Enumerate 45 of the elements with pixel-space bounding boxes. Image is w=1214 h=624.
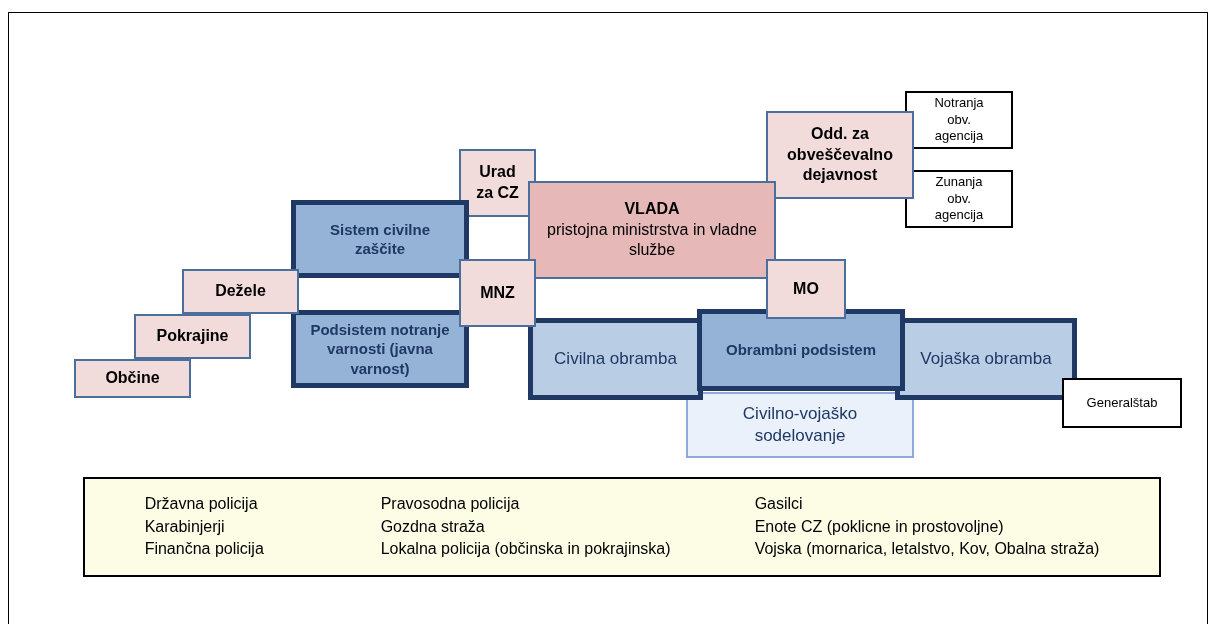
- subsystem-box: [291, 310, 469, 388]
- level-box: [182, 269, 299, 314]
- node-text: pristojna ministrstva in vladne službe: [546, 219, 758, 261]
- subsystem-box: [291, 200, 469, 278]
- defence-box: [895, 318, 1077, 400]
- node-title: Obrambni podsistem: [726, 340, 876, 360]
- list-item: Državna policija: [144, 494, 258, 515]
- ministry-box: [766, 259, 846, 319]
- level-box: [74, 359, 191, 398]
- node-title: Civilno-vojaško sodelovanje: [741, 402, 859, 447]
- subsystem-box: [697, 309, 905, 391]
- node-title: MNZ: [480, 282, 515, 303]
- agency-box: [905, 91, 1013, 149]
- node-title: Dežele: [215, 281, 266, 302]
- node-title: Odd. za obveščevalno dejavnost: [786, 123, 894, 186]
- list-item: Gasilci: [754, 494, 803, 515]
- list-item: Enote CZ (poklicne in prostovoljne): [754, 516, 1004, 537]
- agency-box: [905, 170, 1013, 228]
- node-title: Zunanja obv. agencija: [933, 173, 985, 225]
- node-title: Civilna obramba: [554, 347, 677, 370]
- list-item: Finančna policija: [144, 539, 264, 560]
- list-item: Pravosodna policija: [380, 494, 520, 515]
- node-title: Generalštab: [1086, 394, 1158, 412]
- node-title: Pokrajine: [156, 326, 229, 347]
- node-title: Vojaška obramba: [920, 347, 1052, 370]
- staff-box: [1062, 378, 1182, 428]
- cooperation-box: [686, 392, 914, 458]
- services-panel: [83, 477, 1161, 577]
- list-item: Gozdna straža: [380, 516, 485, 537]
- node-title: Notranja obv. agencija: [933, 94, 985, 146]
- node-title: Podsistem notranje varnosti (javna varnost): [309, 319, 451, 379]
- node-title: Sistem civilne zaščite: [328, 219, 432, 259]
- list-item: Lokalna policija (občinska in pokrajinska): [380, 539, 671, 560]
- defence-box: [528, 318, 703, 400]
- office-box: [459, 149, 536, 217]
- node-title: VLADA: [624, 198, 680, 219]
- list-item: Vojska (mornarica, letalstvo, Kov, Obalna straža): [754, 539, 1100, 560]
- list-item: Karabinjerji: [144, 516, 225, 537]
- node-title: Občine: [105, 368, 160, 389]
- ministry-box: [459, 259, 536, 327]
- department-box: [766, 111, 914, 199]
- level-box: [134, 314, 251, 359]
- node-title: Urad za CZ: [475, 162, 520, 203]
- government-box: [528, 181, 776, 279]
- node-title: MO: [793, 278, 819, 299]
